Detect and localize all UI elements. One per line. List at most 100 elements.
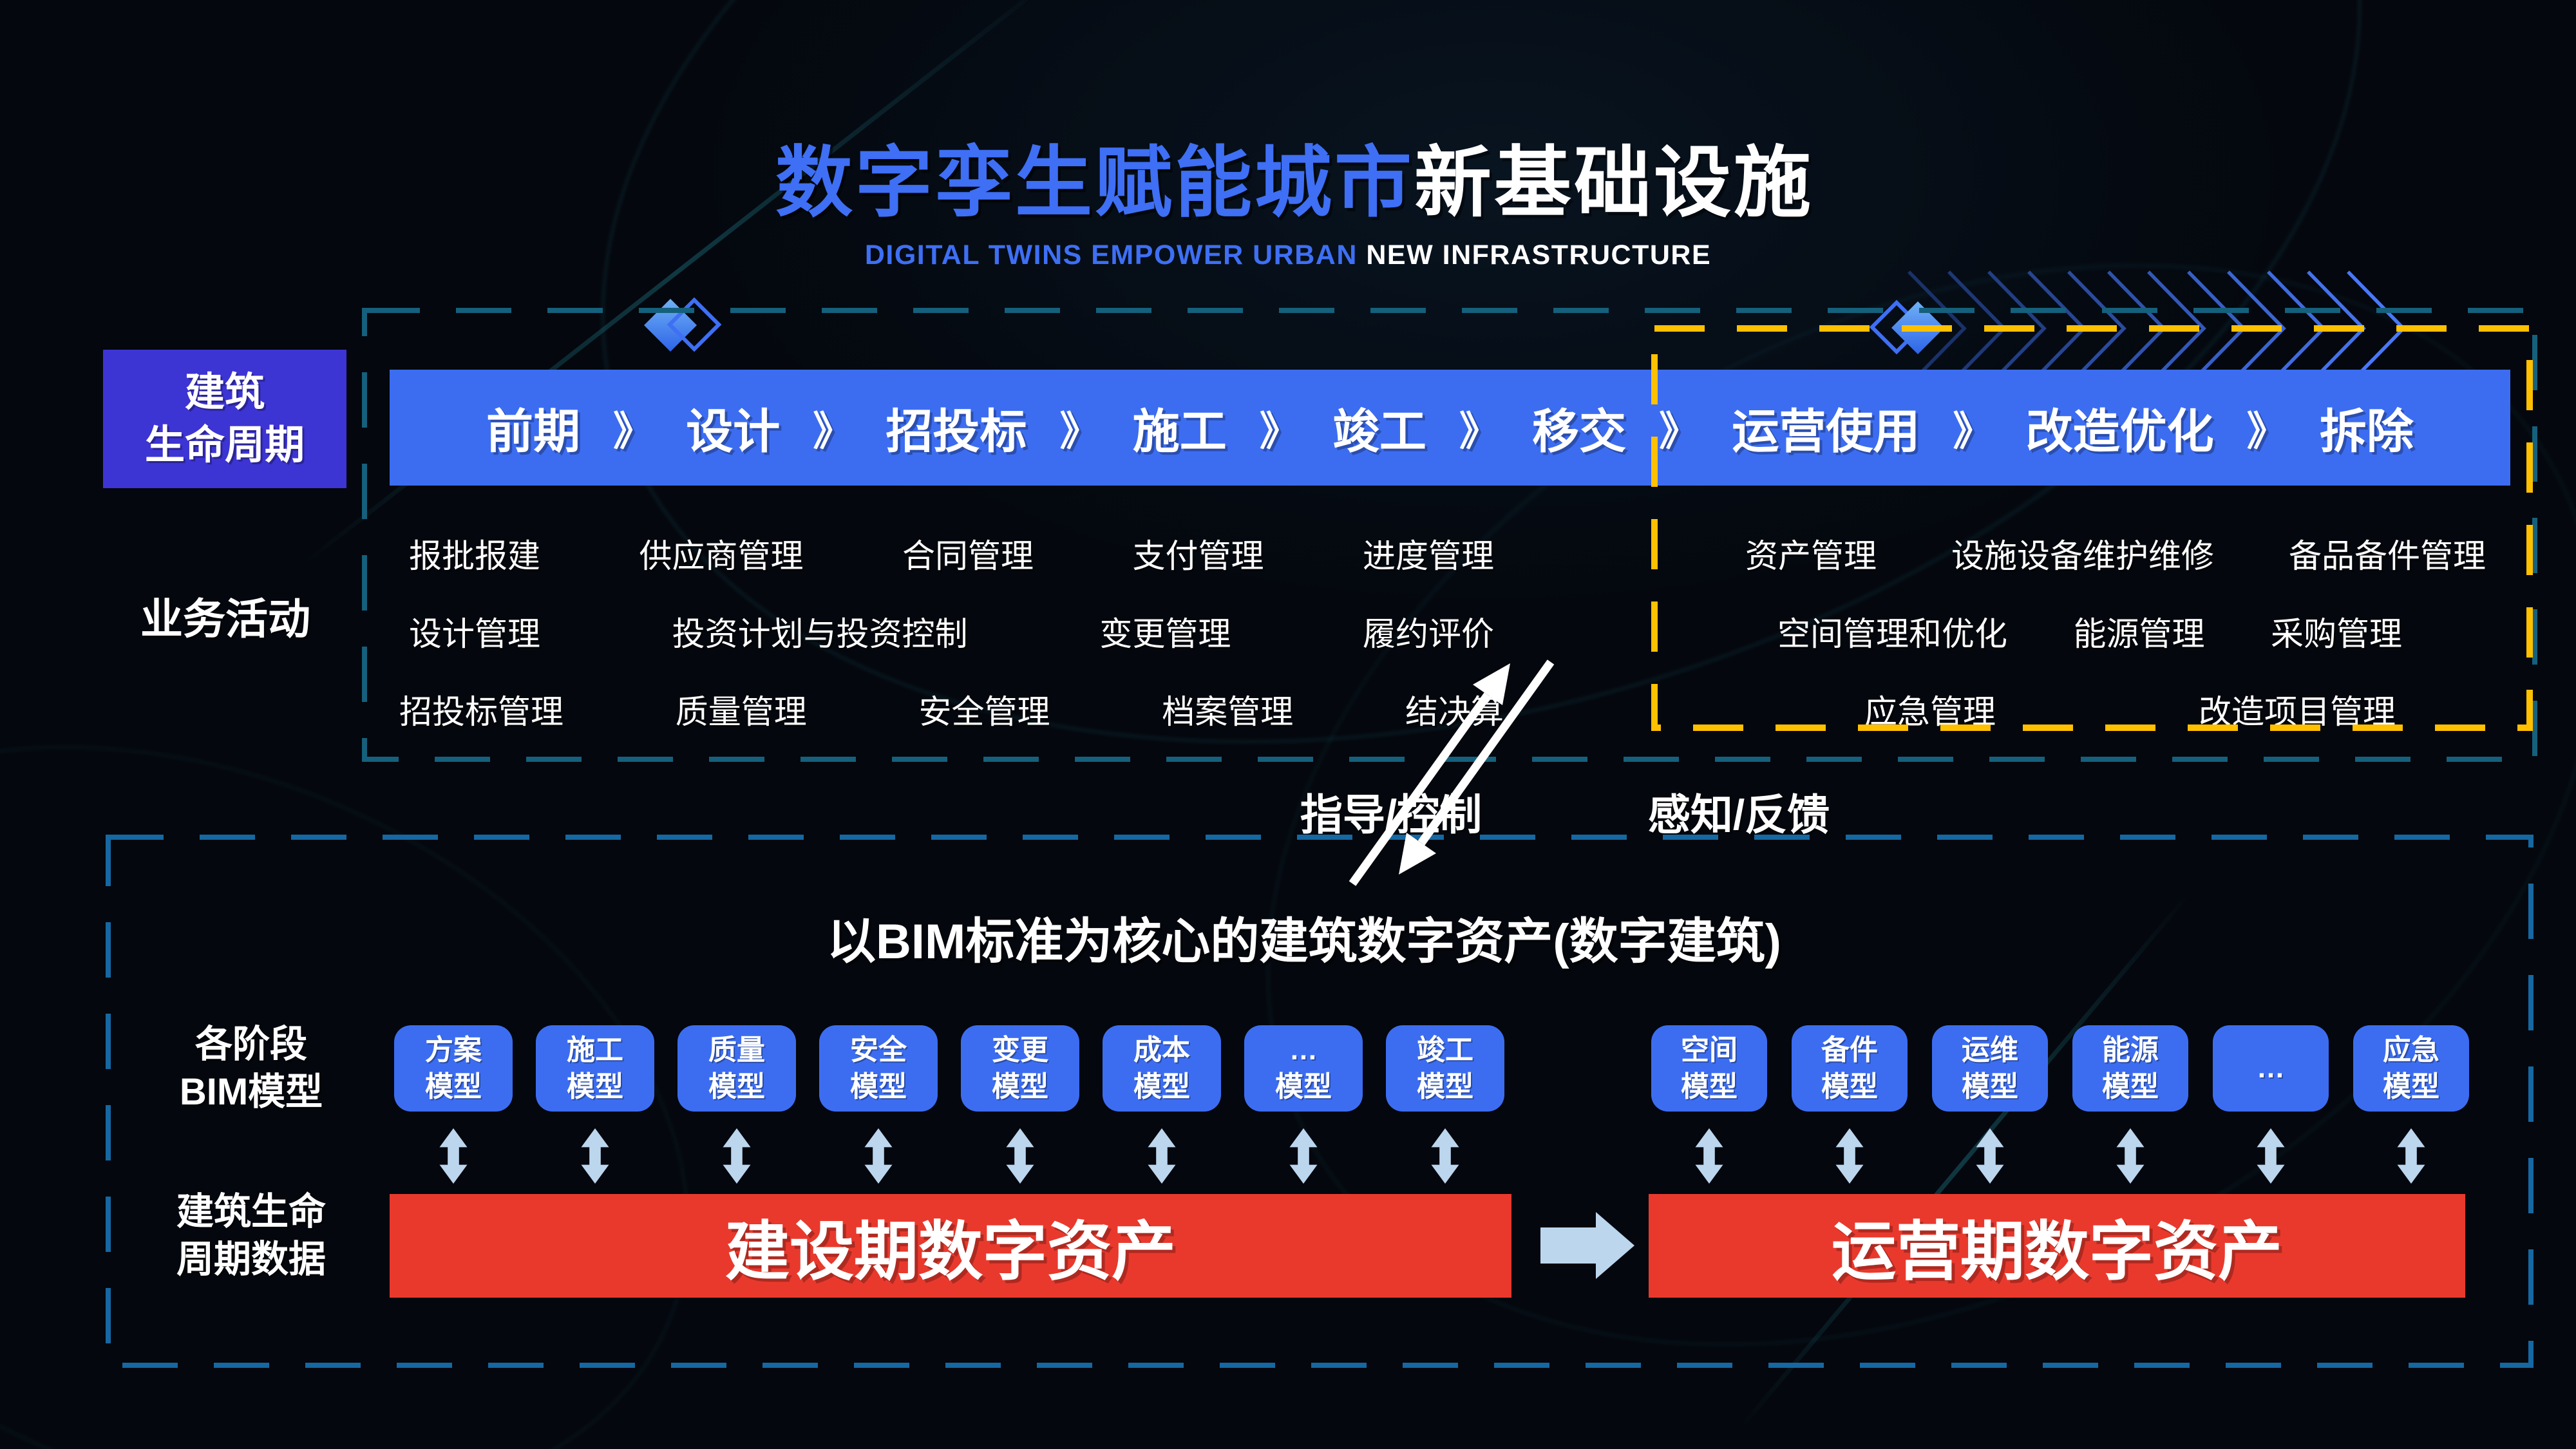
activity-row: 应急管理 改造项目管理 bbox=[1700, 685, 2505, 733]
lifecycle-label-box: 建筑 生命周期 bbox=[103, 350, 346, 488]
sync-arrow-cell bbox=[1244, 1128, 1363, 1184]
sync-arrow-cell bbox=[1792, 1128, 1908, 1184]
chevron-right-icon bbox=[2107, 270, 2166, 386]
phase-separator-icon: 》 bbox=[1059, 410, 1100, 454]
bim-model-label: 竣工 bbox=[1417, 1034, 1473, 1066]
bim-model-label: 模型 bbox=[425, 1071, 482, 1103]
activity-item: 招投标管理 bbox=[399, 694, 564, 730]
chevron-right-icon bbox=[2307, 270, 2366, 386]
bim-model-box: … bbox=[2213, 1025, 2329, 1112]
activity-item: 改造项目管理 bbox=[2198, 694, 2396, 730]
activity-item: 资产管理 bbox=[1745, 538, 1877, 574]
bim-model-label: 应急 bbox=[2383, 1034, 2439, 1066]
activity-item: 备品备件管理 bbox=[2288, 538, 2486, 574]
lifecycle-phase: 拆除 bbox=[2319, 406, 2414, 458]
bim-models-label-line1: 各阶段 bbox=[194, 1023, 307, 1065]
bim-model-label: 模型 bbox=[2102, 1071, 2159, 1103]
activity-item: 质量管理 bbox=[675, 694, 807, 730]
bim-model-box: 竣工模型 bbox=[1386, 1025, 1504, 1112]
phase-separator-icon: 》 bbox=[1459, 410, 1500, 454]
phase-separator-icon: 》 bbox=[813, 410, 853, 454]
activity-row: 空间管理和优化能源管理采购管理 bbox=[1700, 607, 2505, 655]
activity-item: 设计管理 bbox=[409, 616, 541, 652]
lifecycle-label-line1: 建筑 bbox=[184, 370, 265, 415]
chevron-right-icon bbox=[2147, 270, 2206, 386]
page-title-highlight: 数字孪生赋能城市 bbox=[775, 140, 1414, 226]
chevron-right-icon bbox=[2067, 270, 2126, 386]
bim-model-label: 模型 bbox=[1133, 1071, 1190, 1103]
phase-separator-icon: 》 bbox=[613, 410, 654, 454]
bim-model-label: 模型 bbox=[992, 1071, 1048, 1103]
bim-model-label: 模型 bbox=[850, 1071, 907, 1103]
operation-activities-list: 资产管理设施设备维护维修备品备件管理空间管理和优化能源管理采购管理应急管理改造项… bbox=[1700, 529, 2505, 733]
lifecycle-phase-bar: 前期》设计》招投标》施工》竣工》移交》运营使用》改造优化》拆除 bbox=[390, 370, 2510, 486]
page-subtitle: DIGITAL TWINS EMPOWER URBAN NEW INFRASTR… bbox=[644, 240, 1932, 271]
operation-asset-bar: 运营期数字资产 bbox=[1649, 1194, 2465, 1298]
activity-item: 应急管理 bbox=[1864, 694, 1996, 730]
chevron-right-icon bbox=[2187, 270, 2246, 386]
phase-separator-icon: 》 bbox=[1659, 410, 1700, 454]
lifecycle-phase: 施工 bbox=[1132, 406, 1227, 458]
activity-item: 档案管理 bbox=[1162, 694, 1294, 730]
bim-model-box: 能源模型 bbox=[2072, 1025, 2188, 1112]
activity-row: 报批报建供应商管理合同管理支付管理进度管理 bbox=[390, 529, 1513, 577]
bim-model-label: 模型 bbox=[1417, 1071, 1473, 1103]
bim-model-label: 模型 bbox=[708, 1071, 765, 1103]
phase-separator-icon: 》 bbox=[2246, 410, 2287, 454]
control-flow-label: 指导/控制 bbox=[1300, 791, 1482, 838]
activity-item: 进度管理 bbox=[1362, 538, 1494, 574]
subtitle-highlight: DIGITAL TWINS EMPOWER URBAN bbox=[864, 240, 1358, 270]
activity-item: 履约评价 bbox=[1362, 616, 1494, 652]
activity-item: 能源管理 bbox=[2073, 616, 2205, 652]
sync-arrow-cell bbox=[819, 1128, 938, 1184]
bim-model-label: 方案 bbox=[425, 1034, 482, 1066]
lifecycle-phase: 前期 bbox=[486, 406, 580, 458]
activity-item: 供应商管理 bbox=[639, 538, 804, 574]
page-title-rest: 新基础设施 bbox=[1414, 140, 1814, 226]
sync-arrow-icon bbox=[2257, 1128, 2285, 1184]
lifecycle-data-label-line2: 周期数据 bbox=[176, 1238, 326, 1281]
bim-model-label: 安全 bbox=[850, 1034, 907, 1066]
chevron-right-icon bbox=[1947, 270, 2007, 386]
bim-model-label: 模型 bbox=[1962, 1071, 2018, 1103]
chevron-right-icon bbox=[2227, 270, 2286, 386]
construction-sync-arrows bbox=[394, 1128, 1504, 1184]
sync-arrow-cell bbox=[1932, 1128, 2048, 1184]
bim-model-label: 质量 bbox=[708, 1034, 765, 1066]
business-activities-label: 业务活动 bbox=[140, 595, 310, 643]
bim-model-label: … bbox=[1289, 1034, 1318, 1066]
subtitle-rest: NEW INFRASTRUCTURE bbox=[1357, 240, 1712, 270]
bim-model-box: 成本模型 bbox=[1103, 1025, 1221, 1112]
bim-model-label: 模型 bbox=[2383, 1071, 2439, 1103]
sync-arrow-icon bbox=[1431, 1128, 1459, 1184]
lifecycle-phase: 改造优化 bbox=[2025, 406, 2214, 458]
bim-model-label: 模型 bbox=[1681, 1071, 1738, 1103]
sync-arrow-cell bbox=[394, 1128, 513, 1184]
activity-item: 合同管理 bbox=[902, 538, 1034, 574]
chevron-right-icon bbox=[1908, 270, 1967, 386]
sync-arrow-icon bbox=[723, 1128, 751, 1184]
sync-arrow-cell bbox=[2213, 1128, 2329, 1184]
sync-arrow-icon bbox=[1148, 1128, 1176, 1184]
bim-model-box: 质量模型 bbox=[677, 1025, 796, 1112]
bim-model-label: … bbox=[2257, 1052, 2285, 1084]
activity-row: 设计管理投资计划与投资控制变更管理履约评价 bbox=[390, 607, 1513, 655]
bim-model-label: 成本 bbox=[1133, 1034, 1190, 1066]
bim-model-box: 安全模型 bbox=[819, 1025, 938, 1112]
activity-item: 空间管理和优化 bbox=[1777, 616, 2008, 652]
activity-item: 设施设备维护维修 bbox=[1951, 538, 2214, 574]
sync-arrow-cell bbox=[1103, 1128, 1221, 1184]
bim-models-label: 各阶段 BIM模型 bbox=[116, 1021, 386, 1116]
bim-model-label: 施工 bbox=[567, 1034, 623, 1066]
phase-separator-icon: 》 bbox=[1259, 410, 1300, 454]
chevron-right-icon bbox=[2267, 270, 2326, 386]
bim-model-box: 变更模型 bbox=[961, 1025, 1079, 1112]
bim-model-box: …模型 bbox=[1244, 1025, 1363, 1112]
bim-model-label: 能源 bbox=[2102, 1034, 2159, 1066]
construction-bim-models: 方案模型施工模型质量模型安全模型变更模型成本模型…模型竣工模型 bbox=[394, 1025, 1504, 1112]
bim-model-label: 变更 bbox=[992, 1034, 1048, 1066]
sync-arrow-cell bbox=[2072, 1128, 2188, 1184]
bim-model-label: 运维 bbox=[1962, 1034, 2018, 1066]
sync-arrow-cell bbox=[536, 1128, 654, 1184]
